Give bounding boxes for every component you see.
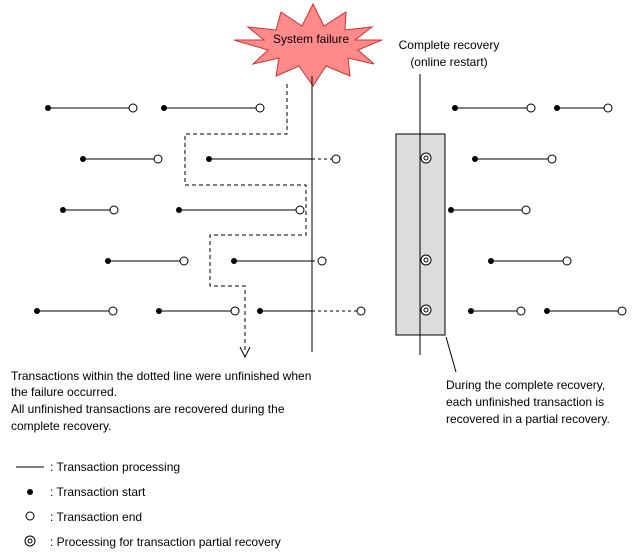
- transaction-end-circle: [317, 256, 327, 266]
- legend-start-dot-symbol: [27, 489, 33, 495]
- transaction-start-dot: [45, 105, 51, 111]
- dotted-boundary-arrowhead: [239, 346, 251, 359]
- legend-end-circle-symbol: [25, 511, 35, 521]
- transaction-end-circle: [179, 256, 189, 266]
- partial-recovery-note-line-3: recovered in a partial recovery.: [446, 412, 610, 426]
- legend-start-label: : Transaction start: [50, 485, 146, 499]
- transaction-end-circle: [153, 154, 163, 164]
- unfinished-note-line-1: Transactions within the dotted line were…: [11, 369, 311, 383]
- legend-processing-label: : Transaction processing: [50, 460, 180, 474]
- transaction-start-dot: [257, 308, 263, 314]
- transaction-start-dot: [452, 105, 458, 111]
- unfinished-transactions-dotted-boundary: [184, 84, 307, 352]
- legend-double-circle-symbol: [24, 535, 36, 547]
- transaction-start-dot: [34, 308, 40, 314]
- transaction-start-dot: [554, 105, 560, 111]
- transaction-end-circle: [230, 306, 240, 316]
- unfinished-note-line-4: complete recovery.: [11, 419, 111, 433]
- transaction-start-dot: [231, 258, 237, 264]
- transaction-start-dot: [544, 308, 550, 314]
- transaction-start-dot: [156, 308, 162, 314]
- legend-end-label: : Transaction end: [50, 510, 142, 524]
- system-failure-burst: [233, 2, 383, 87]
- transaction-end-circle: [526, 103, 536, 113]
- unfinished-note-line-3: All unfinished transactions are recovere…: [11, 402, 285, 416]
- transaction-end-circle: [547, 154, 557, 164]
- transaction-end-circle: [108, 306, 118, 316]
- partial-recovery-note-line-2: each unfinished transaction is: [446, 395, 604, 409]
- transaction-start-dot: [448, 207, 454, 213]
- transaction-start-dot: [468, 308, 474, 314]
- transaction-end-circle: [109, 205, 119, 215]
- transaction-start-dot: [206, 156, 212, 162]
- partial-recovery-note-line-1: During the complete recovery,: [446, 378, 605, 392]
- transaction-start-dot: [80, 156, 86, 162]
- transaction-end-circle: [356, 306, 366, 316]
- transaction-end-circle: [295, 205, 305, 215]
- recovery-note-pointer: [445, 336, 457, 373]
- transaction-end-circle: [128, 103, 138, 113]
- transaction-end-circle: [603, 103, 613, 113]
- transaction-start-dot: [488, 258, 494, 264]
- transaction-end-circle: [331, 154, 341, 164]
- transaction-start-dot: [176, 207, 182, 213]
- partial-recovery-marker: [420, 304, 432, 316]
- legend-partial-recovery-label: : Processing for transaction partial rec…: [50, 535, 281, 549]
- transaction-start-dot: [472, 156, 478, 162]
- legend: : Transaction processing : Transaction s…: [16, 460, 281, 549]
- transaction-end-circle: [521, 205, 531, 215]
- partial-recovery-marker: [420, 152, 432, 164]
- online-restart-label: (online restart): [410, 55, 487, 69]
- transaction-end-circle: [255, 103, 265, 113]
- partial-recovery-marker: [420, 254, 432, 266]
- transaction-start-dot: [161, 105, 167, 111]
- transaction-start-dot: [105, 258, 111, 264]
- transaction-end-circle: [516, 306, 526, 316]
- transaction-end-circle: [617, 306, 627, 316]
- system-failure-label: System failure: [273, 32, 349, 46]
- transaction-end-circle: [562, 256, 572, 266]
- unfinished-note-line-2: the failure occurred.: [11, 385, 117, 399]
- transaction-start-dot: [60, 207, 66, 213]
- complete-recovery-label: Complete recovery: [399, 38, 500, 52]
